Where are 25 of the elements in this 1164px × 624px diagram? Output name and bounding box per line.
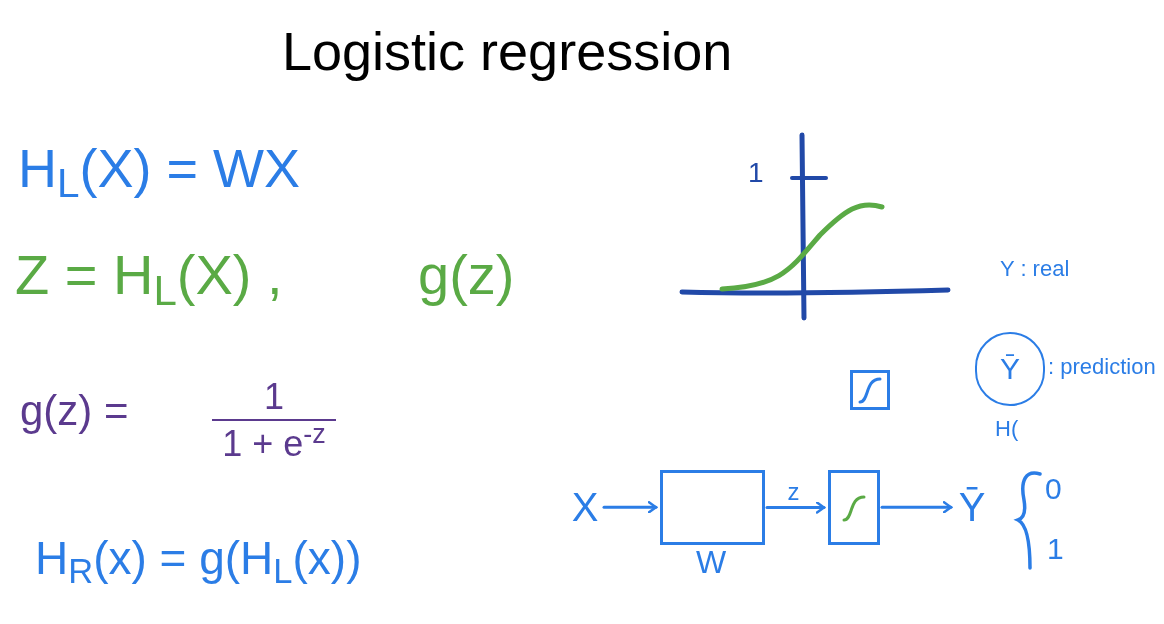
fraction-numerator: 1 xyxy=(212,374,337,421)
symbol-text: Ȳ xyxy=(1000,354,1020,384)
node-caption: W xyxy=(696,546,727,578)
formula-text: Y : real xyxy=(1000,255,1070,283)
formula-text: g(z) = xyxy=(20,386,129,436)
formula-text: 0 xyxy=(1045,471,1062,507)
formula-text: g(z) xyxy=(418,242,515,308)
formula-text: H$_{L}$(X) = WX xyxy=(18,137,301,203)
fraction-denominator: 1 + e$^{-z}$ xyxy=(222,421,326,466)
process-box xyxy=(828,470,880,545)
formula-text: H$_{R}$(x) = g(H$_{L}$(x)) xyxy=(35,531,362,588)
node-caption: : prediction xyxy=(1048,356,1156,378)
symbol-text: X xyxy=(571,487,599,527)
arrow xyxy=(765,501,826,514)
title: Logistic regression xyxy=(282,20,733,83)
process-box xyxy=(850,370,890,410)
circled-symbol xyxy=(975,332,1045,406)
arrow xyxy=(880,501,953,514)
process-box xyxy=(660,470,765,545)
arrow xyxy=(602,501,658,514)
formula-text: H( xyxy=(995,415,1019,443)
formula-text: 1 xyxy=(1047,531,1064,567)
symbol-text: Ȳ xyxy=(958,487,986,527)
axis-tick-label: 1 xyxy=(748,156,764,190)
formula-text: Z = H$_{L}$(X) , xyxy=(15,242,283,310)
